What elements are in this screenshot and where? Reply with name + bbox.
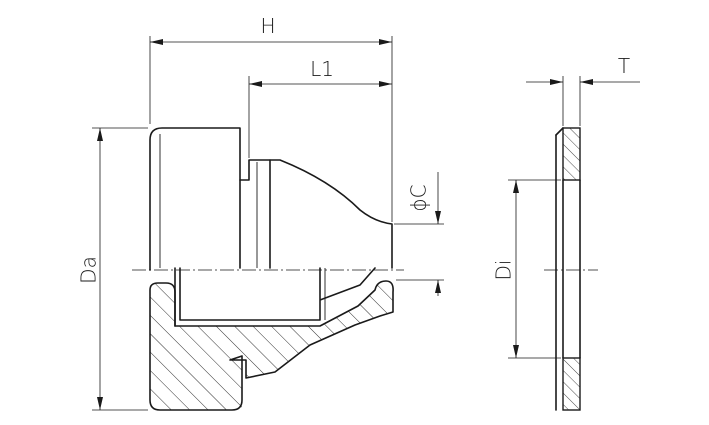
dimension-c: ϕC — [394, 172, 444, 296]
washer-side-view — [544, 127, 598, 411]
label-c: ϕC — [407, 184, 431, 211]
washer-top-section — [562, 127, 581, 181]
dimension-di: Di — [492, 179, 561, 359]
dimension-t: T — [526, 54, 640, 126]
dimension-l1: L1 — [248, 57, 392, 158]
label-t: T — [618, 54, 630, 78]
dimension-h: H — [149, 14, 393, 222]
plug-bore — [174, 267, 376, 327]
washer-bottom-section — [562, 357, 581, 411]
label-di: Di — [492, 260, 516, 281]
plug-side-view — [132, 127, 404, 411]
plug-cone — [269, 159, 393, 269]
plug-neck — [239, 159, 271, 269]
label-h: H — [260, 14, 275, 38]
washer-left-top — [555, 127, 564, 136]
plug-section-hatched — [150, 281, 394, 410]
label-da: Da — [77, 256, 101, 284]
dimension-da: Da — [77, 127, 148, 411]
plug-section-outline — [149, 280, 394, 411]
label-l1: L1 — [310, 57, 334, 81]
plug-head-outline — [149, 127, 241, 271]
